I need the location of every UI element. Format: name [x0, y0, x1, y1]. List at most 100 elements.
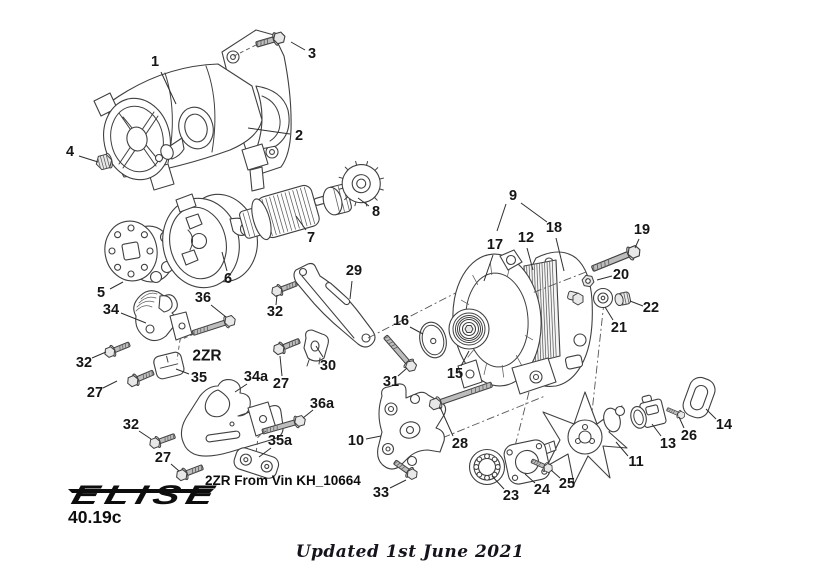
- leader-line: [78, 155, 99, 163]
- spacer-35-drawing: [153, 351, 185, 380]
- leader-line: [526, 247, 534, 271]
- leader-line: [409, 326, 424, 335]
- part-callout-19: 19: [634, 222, 650, 238]
- clamp-35a-drawing: [233, 447, 280, 479]
- part-callout-32: 32: [267, 304, 283, 320]
- part-callout-34a: 34a: [244, 369, 269, 385]
- part-callout-32: 32: [123, 417, 139, 433]
- nut-4-drawing: [95, 152, 113, 171]
- leader-line: [247, 127, 291, 135]
- leader-line: [365, 435, 382, 440]
- gasket-14-drawing: [682, 376, 716, 419]
- adjuster-bracket-drawing: [293, 262, 376, 348]
- leader-line: [678, 416, 685, 429]
- part-callout-18: 18: [546, 220, 562, 236]
- page-number: 40.19c: [68, 507, 122, 527]
- leader-line: [496, 203, 507, 232]
- part-callout-36: 36: [195, 290, 211, 306]
- bolt-32b-drawing: [269, 277, 300, 299]
- leader-line: [275, 294, 278, 306]
- part-callout-26: 26: [681, 428, 697, 444]
- leader-line: [138, 430, 152, 440]
- part-callout-3: 3: [308, 46, 316, 62]
- part-callout-1: 1: [151, 54, 159, 70]
- part-callout-27: 27: [273, 376, 289, 392]
- leader-line: [397, 367, 408, 377]
- leader-line: [295, 215, 307, 231]
- part-callout-35a: 35a: [268, 433, 293, 449]
- part-callout-10: 10: [348, 433, 364, 449]
- leader-line: [651, 423, 662, 437]
- part-callout-16: 16: [393, 313, 409, 329]
- part-callout-8: 8: [372, 204, 380, 220]
- leader-line: [389, 479, 407, 489]
- part-callout-23: 23: [503, 488, 519, 504]
- part-callout-11: 11: [628, 454, 643, 470]
- leader-line: [91, 351, 107, 359]
- part-callout-2: 2: [295, 128, 303, 144]
- part-callout-32: 32: [76, 355, 92, 371]
- part-callout-12: 12: [518, 230, 534, 246]
- leader-line: [596, 275, 613, 281]
- part-callout-6: 6: [224, 271, 232, 287]
- bolt-32a-drawing: [102, 338, 133, 360]
- bolt-36-drawing: [190, 313, 238, 340]
- part-callout-27: 27: [87, 385, 103, 401]
- bolt-27b-drawing: [270, 334, 303, 358]
- part-callout-36a: 36a: [310, 396, 335, 412]
- part-callout-35: 35: [191, 370, 207, 386]
- leader-line: [604, 306, 614, 321]
- bolt-32c-drawing: [147, 429, 178, 451]
- pinion-drawing: [322, 160, 385, 216]
- part-callout-2ZR: 2ZR: [192, 348, 221, 365]
- alignment-dash-36-35: [176, 333, 195, 361]
- alignment-dash-bolt3: [231, 44, 257, 58]
- leader-line: [102, 380, 118, 389]
- leader-line: [460, 350, 470, 367]
- leader-line: [520, 202, 548, 223]
- part-callout-29: 29: [346, 263, 362, 279]
- leader-line: [705, 408, 717, 420]
- part-callout-34: 34: [103, 302, 119, 318]
- leader-line: [210, 304, 227, 318]
- part-callout-30: 30: [320, 358, 336, 374]
- part-callout-9: 9: [509, 188, 517, 204]
- leader-line: [315, 345, 324, 358]
- seal-disc-16-drawing: [419, 321, 447, 359]
- retainer-plate-24-drawing: [503, 439, 551, 485]
- bolt-27a-drawing: [124, 366, 157, 390]
- leader-line: [109, 281, 124, 290]
- part-callout-31: 31: [383, 374, 399, 390]
- leader-line: [634, 238, 640, 249]
- elise-logo-topbar: [68, 489, 214, 493]
- elise-logo: ELISE: [68, 481, 222, 511]
- leader-line: [524, 473, 536, 484]
- mount-bracket-10-drawing: [377, 383, 447, 470]
- alignment-dashdot-bearing: [513, 391, 530, 451]
- part-callout-15: 15: [447, 366, 463, 382]
- nut-20-drawing: [581, 274, 595, 288]
- leader-line: [349, 280, 353, 300]
- leader-line: [615, 441, 629, 457]
- part-callout-5: 5: [97, 285, 105, 301]
- part-callout-28: 28: [452, 436, 468, 452]
- leader-line: [175, 368, 190, 375]
- part-callout-4: 4: [66, 144, 74, 160]
- bolt-27c-drawing: [173, 460, 206, 484]
- leader-line: [290, 41, 306, 51]
- leader-line: [170, 463, 180, 472]
- alternator-drawing: [367, 249, 593, 395]
- alignment-dashdot-rotor: [591, 301, 605, 413]
- leader-line: [491, 475, 505, 490]
- part-callout-22: 22: [643, 300, 659, 316]
- variant-note: 2ZR From Vin KH_10664: [205, 473, 361, 488]
- alignment-dashdot-bolt19: [531, 271, 587, 294]
- leader-line: [221, 251, 228, 272]
- updated-note: Updated 1st June 2021: [296, 542, 525, 562]
- part-callout-33: 33: [373, 485, 389, 501]
- bolt-31-drawing: [380, 332, 420, 375]
- leader-line: [258, 447, 272, 458]
